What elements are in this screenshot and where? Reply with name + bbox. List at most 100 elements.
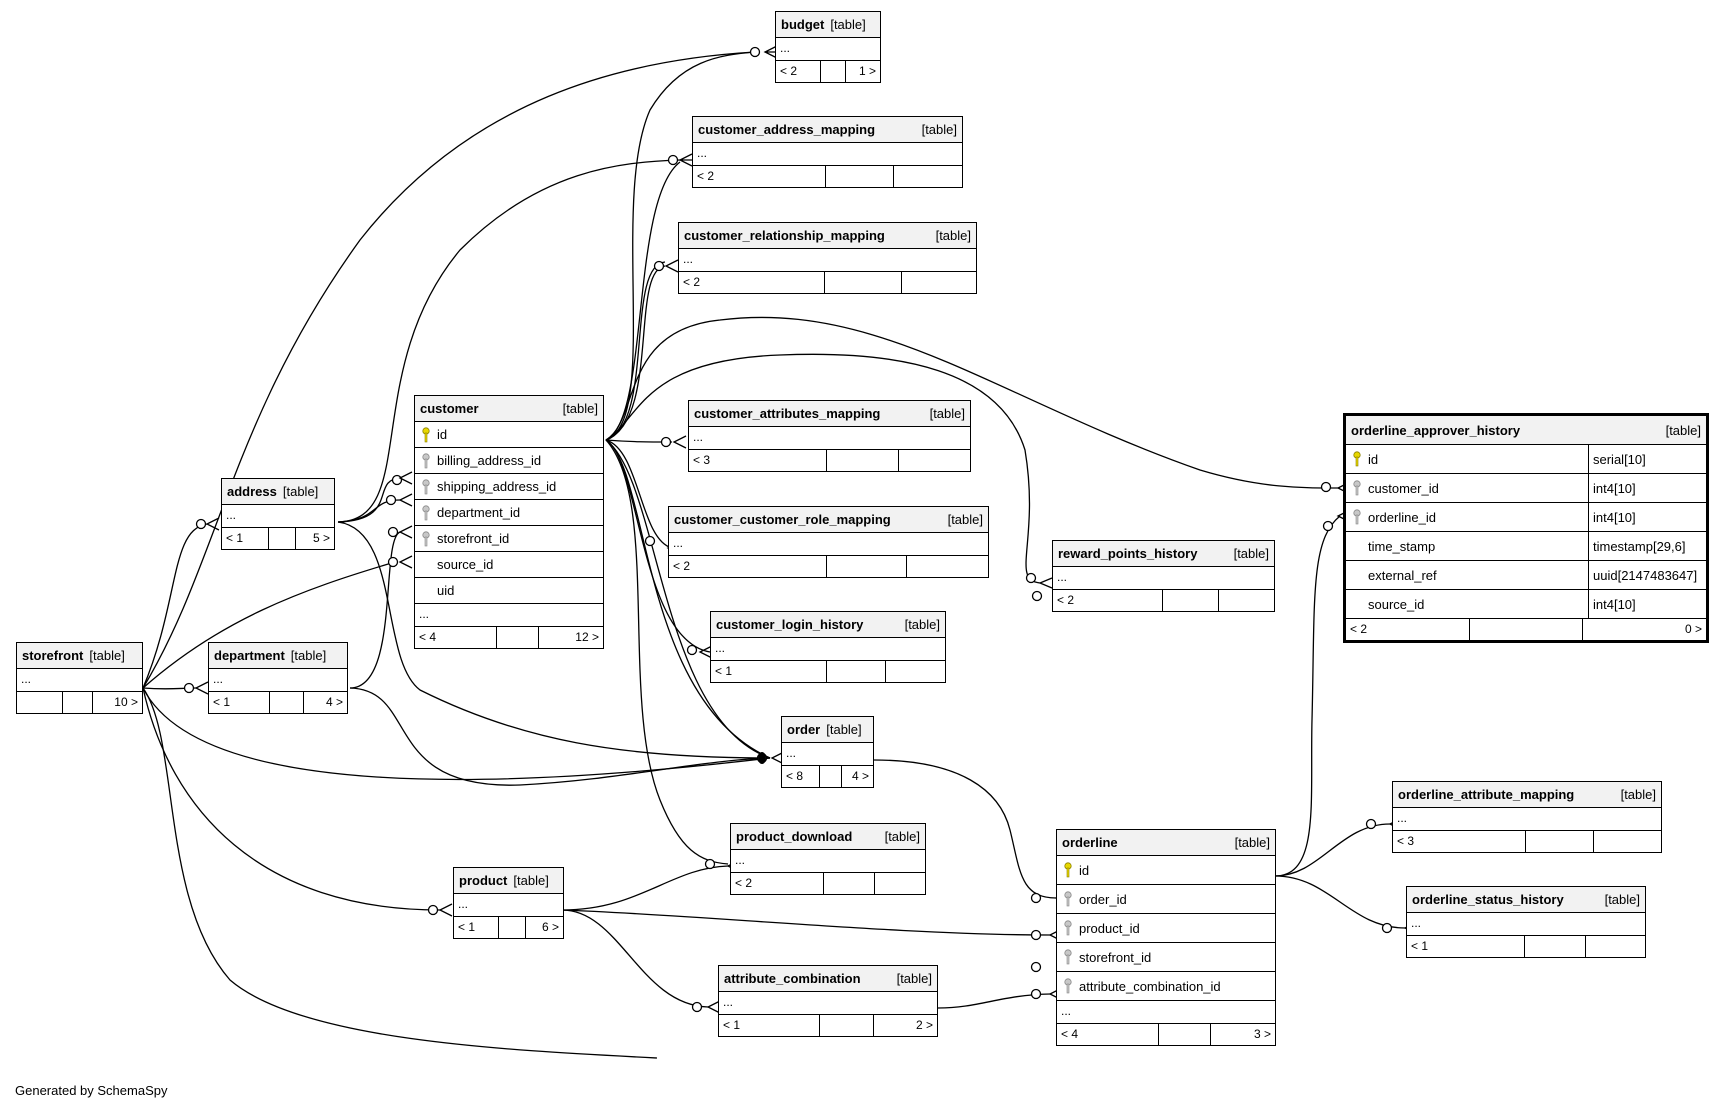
table-kind: [table] xyxy=(947,512,983,527)
children-count[interactable]: 4 > xyxy=(325,695,343,709)
footer-spacer xyxy=(499,917,526,938)
column-row-billing-address-id[interactable]: billing_address_id xyxy=(415,448,603,474)
column-name: uid xyxy=(437,583,455,598)
children-count[interactable]: 4 > xyxy=(851,769,869,783)
table-customer-login-history[interactable]: customer_login_history[table] ... < 1 xyxy=(710,611,946,683)
column-name: shipping_address_id xyxy=(437,479,557,494)
table-orderline[interactable]: orderline[table] id order_id product_id … xyxy=(1056,829,1276,1046)
parents-count[interactable]: < 8 xyxy=(782,766,820,787)
children-count[interactable]: 6 > xyxy=(541,920,559,934)
children-count[interactable] xyxy=(875,873,925,894)
children-count[interactable] xyxy=(907,556,988,577)
table-storefront[interactable]: storefront[table] ... 10 > xyxy=(16,642,143,714)
table-attribute-combination[interactable]: attribute_combination[table] ... < 1 2 > xyxy=(718,965,938,1037)
parents-count[interactable]: < 4 xyxy=(1057,1024,1159,1045)
column-row-product-id[interactable]: product_id xyxy=(1057,914,1275,943)
parents-count[interactable]: < 2 xyxy=(1053,590,1163,611)
table-department[interactable]: department[table] ... < 1 4 > xyxy=(208,642,348,714)
table-customer-address-mapping[interactable]: customer_address_mapping[table] ... < 2 xyxy=(692,116,963,188)
parents-count[interactable]: < 2 xyxy=(731,873,824,894)
table-name: attribute_combination xyxy=(724,971,861,986)
table-orderline-status-history[interactable]: orderline_status_history[table] ... < 1 xyxy=(1406,886,1646,958)
parents-count[interactable]: < 3 xyxy=(1393,831,1526,852)
column-row-shipping-address-id[interactable]: shipping_address_id xyxy=(415,474,603,500)
children-count[interactable] xyxy=(899,450,970,471)
parents-count[interactable]: < 2 xyxy=(679,272,825,293)
table-kind: [table] xyxy=(884,829,920,844)
column-type: uuid[2147483647] xyxy=(1588,561,1697,589)
children-count[interactable]: 1 > xyxy=(858,64,876,78)
table-kind: [table] xyxy=(89,648,125,663)
footer-spacer xyxy=(820,766,842,787)
children-count[interactable] xyxy=(1219,590,1274,611)
children-count[interactable]: 3 > xyxy=(1253,1027,1271,1041)
edge-storefront-order xyxy=(142,687,771,781)
footer-spacer xyxy=(827,661,886,682)
children-count[interactable] xyxy=(1586,936,1645,957)
parents-count[interactable]: < 2 xyxy=(1346,619,1470,640)
table-footer: < 3 xyxy=(689,450,970,471)
children-count[interactable]: 10 > xyxy=(114,695,138,709)
parents-count[interactable]: < 1 xyxy=(719,1015,820,1036)
table-address[interactable]: address[table] ... < 1 5 > xyxy=(221,478,335,550)
table-ellipsis: ... xyxy=(669,533,988,556)
parents-count[interactable] xyxy=(17,692,63,713)
parents-count[interactable]: < 1 xyxy=(454,917,499,938)
column-row-order-id[interactable]: order_id xyxy=(1057,885,1275,914)
parents-count[interactable]: < 1 xyxy=(222,528,269,549)
children-count[interactable] xyxy=(886,661,945,682)
table-orderline-attribute-mapping[interactable]: orderline_attribute_mapping[table] ... <… xyxy=(1392,781,1662,853)
table-header: orderline[table] xyxy=(1057,830,1275,856)
table-ellipsis: ... xyxy=(1393,808,1661,831)
parents-count[interactable]: < 1 xyxy=(1407,936,1525,957)
column-row-uid[interactable]: uid xyxy=(415,578,603,604)
primary-key-icon xyxy=(1346,445,1368,473)
table-budget[interactable]: budget[table] ... < 2 1 > xyxy=(775,11,881,83)
table-product[interactable]: product[table] ... < 1 6 > xyxy=(453,867,564,939)
parents-count[interactable]: < 1 xyxy=(711,661,827,682)
table-ellipsis: ... xyxy=(1053,567,1274,590)
column-row-storefront-id[interactable]: storefront_id xyxy=(1057,943,1275,972)
table-header: orderline_attribute_mapping[table] xyxy=(1393,782,1661,808)
table-name: orderline xyxy=(1062,835,1118,850)
children-count[interactable]: 5 > xyxy=(312,531,330,545)
column-row-id[interactable]: id xyxy=(415,422,603,448)
children-count[interactable]: 2 > xyxy=(915,1018,933,1032)
column-row-attribute-combination-id[interactable]: attribute_combination_id xyxy=(1057,972,1275,1001)
column-row-source-id[interactable]: source_id xyxy=(415,552,603,578)
column-name: customer_id xyxy=(1368,481,1439,496)
table-product-download[interactable]: product_download[table] ... < 2 xyxy=(730,823,926,895)
parents-count[interactable]: < 2 xyxy=(669,556,827,577)
table-customer-customer-role-mapping[interactable]: customer_customer_role_mapping[table] ..… xyxy=(668,506,989,578)
table-header: customer_address_mapping[table] xyxy=(693,117,962,143)
table-customer-relationship-mapping[interactable]: customer_relationship_mapping[table] ...… xyxy=(678,222,977,294)
table-reward-points-history[interactable]: reward_points_history[table] ... < 2 xyxy=(1052,540,1275,612)
column-row-id[interactable]: id xyxy=(1057,856,1275,885)
parents-count[interactable]: < 4 xyxy=(415,627,497,648)
table-header: customer_customer_role_mapping[table] xyxy=(669,507,988,533)
children-count[interactable]: 12 > xyxy=(575,630,599,644)
parents-count[interactable]: < 1 xyxy=(209,692,270,713)
generated-by-note: Generated by SchemaSpy xyxy=(15,1083,168,1098)
table-order[interactable]: order[table] ... < 8 4 > xyxy=(781,716,874,788)
children-count[interactable]: 0 > xyxy=(1684,622,1702,636)
children-count[interactable] xyxy=(902,272,976,293)
table-customer-attributes-mapping[interactable]: customer_attributes_mapping[table] ... <… xyxy=(688,400,971,472)
children-count[interactable] xyxy=(894,166,962,187)
column-name: id xyxy=(1079,863,1090,878)
column-row-department-id[interactable]: department_id xyxy=(415,500,603,526)
parents-count[interactable]: < 2 xyxy=(693,166,826,187)
column-row-storefront-id[interactable]: storefront_id xyxy=(415,526,603,552)
children-count[interactable] xyxy=(1594,831,1661,852)
table-ellipsis: ... xyxy=(731,850,925,873)
parents-count[interactable]: < 2 xyxy=(776,61,821,82)
parents-count[interactable]: < 3 xyxy=(689,450,827,471)
table-customer[interactable]: customer[table] id billing_address_id sh… xyxy=(414,395,604,649)
